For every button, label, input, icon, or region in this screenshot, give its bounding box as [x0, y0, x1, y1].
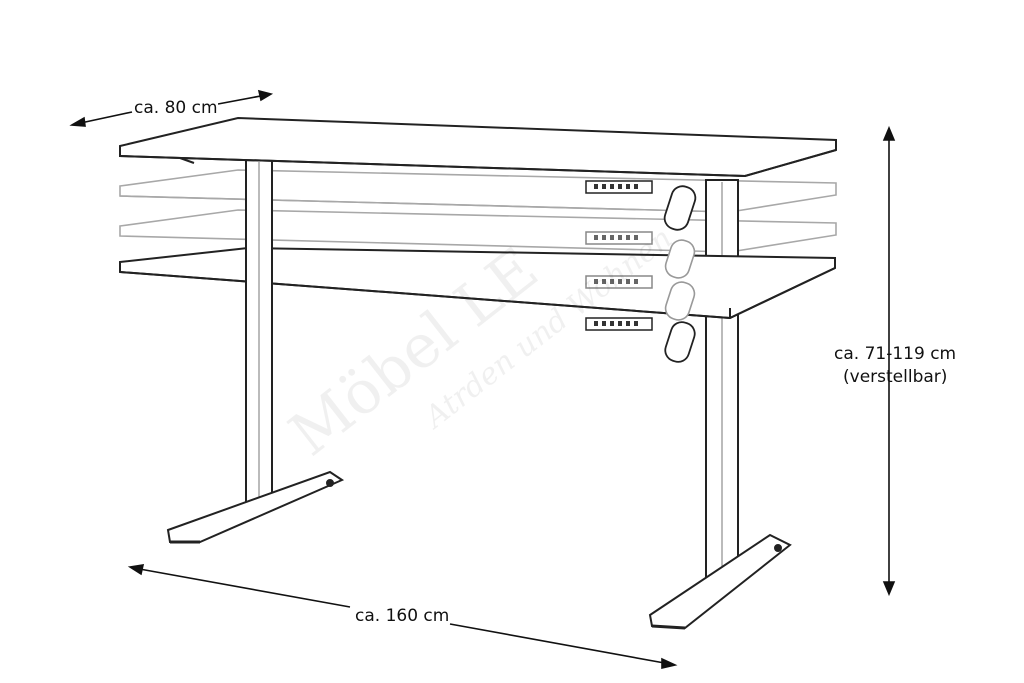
- height-arrow: [882, 125, 896, 597]
- motor-top: [663, 185, 697, 231]
- depth-arrow: [69, 89, 274, 127]
- width-arrow: [127, 564, 678, 670]
- motor-ghost-2: [664, 281, 696, 321]
- tabletop-top: [119, 116, 837, 178]
- ghost-tabletop-1: [119, 169, 837, 213]
- tabletop-lowest: [119, 246, 836, 320]
- control-panel-2: [585, 231, 653, 245]
- right-leg: [705, 179, 739, 585]
- height-label: ca. 71-119 cm: [834, 344, 957, 364]
- depth-label: ca. 80 cm: [134, 98, 218, 118]
- control-panel-top: [585, 180, 653, 194]
- height-adjustable-note: (verstellbar): [843, 367, 948, 387]
- left-foot: [166, 470, 345, 544]
- right-foot: [648, 533, 792, 630]
- ghost-tabletop-2: [119, 209, 837, 253]
- width-label: ca. 160 cm: [355, 606, 450, 626]
- motor-bottom: [664, 321, 696, 363]
- left-leg: [245, 159, 273, 506]
- control-panel-4: [585, 317, 653, 331]
- control-panel-3: [585, 275, 653, 289]
- motor-ghost-1: [664, 239, 696, 279]
